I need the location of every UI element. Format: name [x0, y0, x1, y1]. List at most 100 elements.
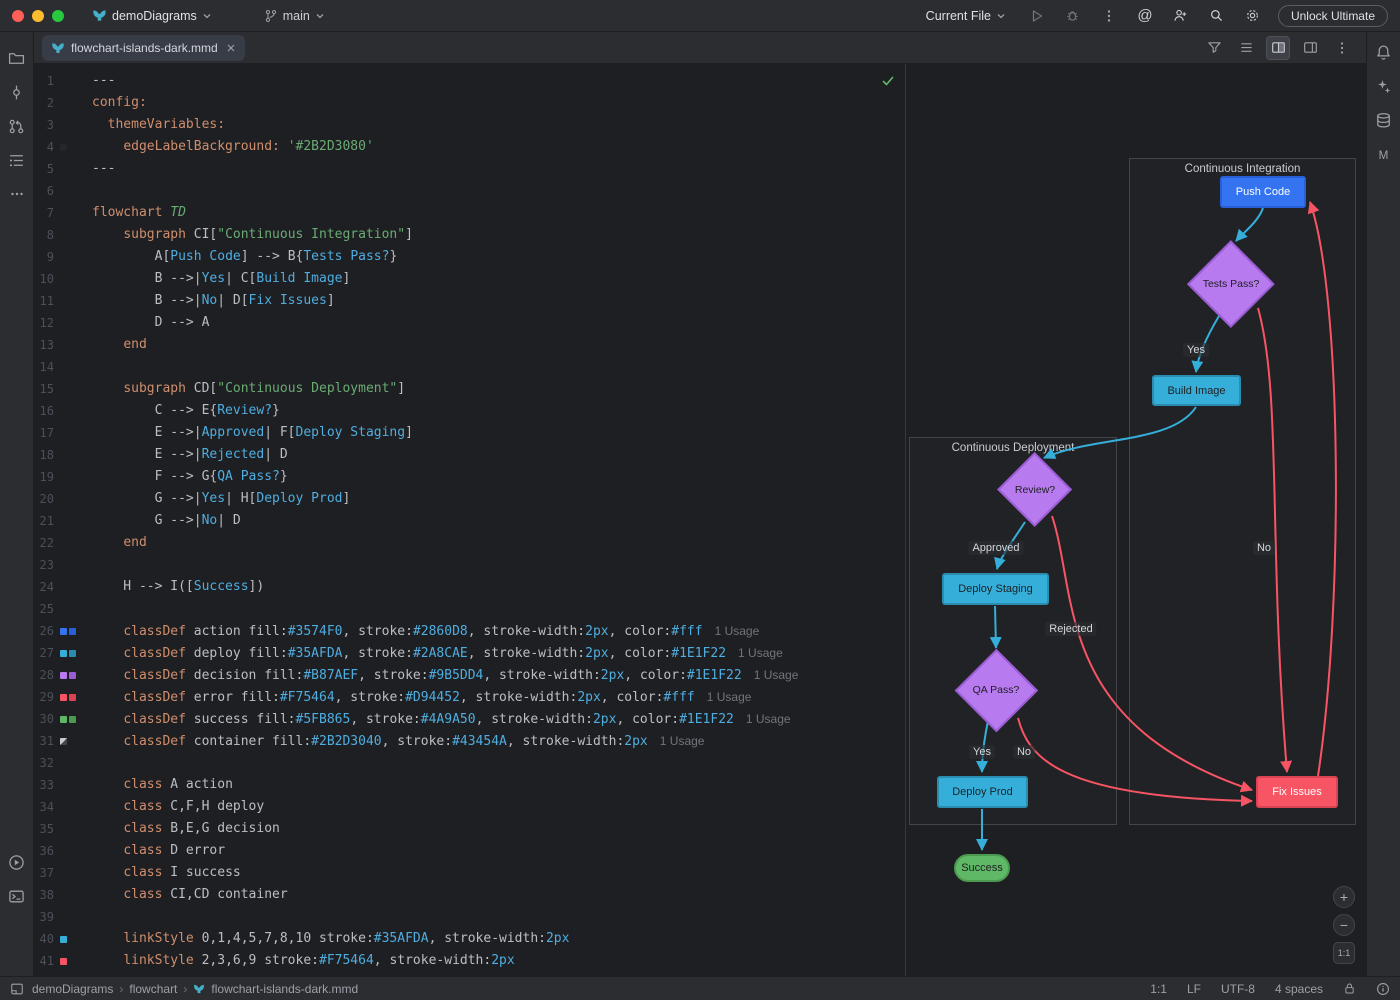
- code-line[interactable]: 23: [34, 554, 905, 576]
- code-line[interactable]: 41 linkStyle 2,3,6,9 stroke:#F75464, str…: [34, 950, 905, 972]
- mermaid-preview-panel[interactable]: Continuous Integration Continuous Deploy…: [905, 64, 1366, 976]
- code-line[interactable]: 3 themeVariables:: [34, 114, 905, 136]
- more-tool-windows-icon[interactable]: [5, 182, 29, 206]
- zoom-in-button[interactable]: +: [1333, 886, 1355, 908]
- code-line[interactable]: 16 C --> E{Review?}: [34, 400, 905, 422]
- code-line[interactable]: 40 linkStyle 0,1,4,5,7,8,10 stroke:#35AF…: [34, 928, 905, 950]
- code-line[interactable]: 24 H --> I([Success]): [34, 576, 905, 598]
- info-icon[interactable]: [1376, 982, 1390, 996]
- pull-requests-icon[interactable]: [5, 114, 29, 138]
- project-folder-icon[interactable]: [5, 46, 29, 70]
- code-line[interactable]: 29 classDef error fill:#F75464, stroke:#…: [34, 686, 905, 708]
- breadcrumb-folder[interactable]: flowchart: [129, 982, 177, 996]
- code-line[interactable]: 22 end: [34, 532, 905, 554]
- indent-widget[interactable]: 4 spaces: [1275, 982, 1323, 996]
- color-swatch[interactable]: [60, 694, 67, 701]
- code-line[interactable]: 1---: [34, 70, 905, 92]
- color-swatch[interactable]: [60, 650, 67, 657]
- code-line[interactable]: 7flowchart TD: [34, 202, 905, 224]
- debug-button[interactable]: [1062, 5, 1084, 27]
- code-line[interactable]: 12 D --> A: [34, 312, 905, 334]
- search-everywhere-icon[interactable]: [1206, 5, 1228, 27]
- encoding-widget[interactable]: UTF-8: [1221, 982, 1255, 996]
- code-line[interactable]: 11 B -->|No| D[Fix Issues]: [34, 290, 905, 312]
- zoom-window-button[interactable]: [52, 10, 64, 22]
- color-swatch[interactable]: [60, 672, 67, 679]
- notifications-bell-icon[interactable]: [1372, 40, 1396, 64]
- commit-icon[interactable]: [5, 80, 29, 104]
- ai-assistant-tool-icon[interactable]: [1372, 74, 1396, 98]
- breadcrumb-file[interactable]: flowchart-islands-dark.mmd: [211, 982, 358, 996]
- tab-flowchart-islands-dark[interactable]: flowchart-islands-dark.mmd: [42, 35, 245, 61]
- lock-icon[interactable]: [1343, 982, 1356, 995]
- color-swatch[interactable]: [60, 936, 67, 943]
- ai-assistant-icon[interactable]: @: [1134, 5, 1156, 27]
- terminal-icon[interactable]: [5, 884, 29, 908]
- code-line[interactable]: 17 E -->|Approved| F[Deploy Staging]: [34, 422, 905, 444]
- git-branch-widget[interactable]: main: [258, 6, 331, 26]
- code-line[interactable]: 39: [34, 906, 905, 928]
- code-line[interactable]: 6: [34, 180, 905, 202]
- color-swatch[interactable]: [69, 628, 76, 635]
- line-ending-widget[interactable]: LF: [1187, 982, 1201, 996]
- zoom-out-button[interactable]: −: [1333, 914, 1355, 936]
- window-icon[interactable]: [10, 982, 24, 996]
- code-with-me-icon[interactable]: [1170, 5, 1192, 27]
- code-line[interactable]: 8 subgraph CI["Continuous Integration"]: [34, 224, 905, 246]
- code-line[interactable]: 26 classDef action fill:#3574F0, stroke:…: [34, 620, 905, 642]
- minimize-window-button[interactable]: [32, 10, 44, 22]
- inspections-ok-icon[interactable]: [881, 74, 895, 88]
- project-selector[interactable]: demoDiagrams: [86, 5, 218, 26]
- color-swatch[interactable]: [60, 716, 67, 723]
- run-button[interactable]: [1026, 5, 1048, 27]
- run-tool-window-icon[interactable]: [5, 850, 29, 874]
- code-line[interactable]: 36 class D error: [34, 840, 905, 862]
- color-swatch[interactable]: [69, 694, 76, 701]
- code-line[interactable]: 4 edgeLabelBackground: '#2B2D3080': [34, 136, 905, 158]
- color-swatch[interactable]: [60, 738, 67, 745]
- code-line[interactable]: 38 class CI,CD container: [34, 884, 905, 906]
- color-swatch[interactable]: [69, 650, 76, 657]
- color-swatch[interactable]: [60, 958, 67, 965]
- settings-gear-icon[interactable]: [1242, 5, 1264, 27]
- code-line[interactable]: 14: [34, 356, 905, 378]
- filter-icon[interactable]: [1202, 36, 1226, 60]
- code-line[interactable]: 5---: [34, 158, 905, 180]
- code-line[interactable]: 20 G -->|Yes| H[Deploy Prod]: [34, 488, 905, 510]
- unlock-ultimate-button[interactable]: Unlock Ultimate: [1278, 5, 1388, 27]
- zoom-reset-button[interactable]: 1:1: [1333, 942, 1355, 964]
- color-swatch[interactable]: [60, 628, 67, 635]
- code-line[interactable]: 9 A[Push Code] --> B{Tests Pass?}: [34, 246, 905, 268]
- code-line[interactable]: 35 class B,E,G decision: [34, 818, 905, 840]
- database-icon[interactable]: [1372, 108, 1396, 132]
- code-line[interactable]: 25: [34, 598, 905, 620]
- code-line[interactable]: 33 class A action: [34, 774, 905, 796]
- code-editor[interactable]: 1---2config:3 themeVariables:4 edgeLabel…: [34, 64, 905, 976]
- code-line[interactable]: 27 classDef deploy fill:#35AFDA, stroke:…: [34, 642, 905, 664]
- code-line[interactable]: 37 class I success: [34, 862, 905, 884]
- kebab-menu-icon[interactable]: [1330, 36, 1354, 60]
- code-line[interactable]: 19 F --> G{QA Pass?}: [34, 466, 905, 488]
- code-line[interactable]: 30 classDef success fill:#5FB865, stroke…: [34, 708, 905, 730]
- preview-only-icon[interactable]: [1298, 36, 1322, 60]
- list-view-icon[interactable]: [1234, 36, 1258, 60]
- color-swatch[interactable]: [60, 144, 67, 151]
- code-line[interactable]: 28 classDef decision fill:#B87AEF, strok…: [34, 664, 905, 686]
- code-line[interactable]: 10 B -->|Yes| C[Build Image]: [34, 268, 905, 290]
- more-actions-icon[interactable]: [1098, 5, 1120, 27]
- code-line[interactable]: 18 E -->|Rejected| D: [34, 444, 905, 466]
- code-line[interactable]: 21 G -->|No| D: [34, 510, 905, 532]
- close-window-button[interactable]: [12, 10, 24, 22]
- structure-icon[interactable]: [5, 148, 29, 172]
- caret-position-widget[interactable]: 1:1: [1150, 982, 1167, 996]
- code-line[interactable]: 34 class C,F,H deploy: [34, 796, 905, 818]
- code-line[interactable]: 15 subgraph CD["Continuous Deployment"]: [34, 378, 905, 400]
- breadcrumb-project[interactable]: demoDiagrams: [32, 982, 113, 996]
- code-line[interactable]: 2config:: [34, 92, 905, 114]
- code-line[interactable]: 31 classDef container fill:#2B2D3040, st…: [34, 730, 905, 752]
- maven-tool-icon[interactable]: M: [1372, 142, 1396, 166]
- code-line[interactable]: 32: [34, 752, 905, 774]
- code-line[interactable]: 13 end: [34, 334, 905, 356]
- split-editor-preview-icon[interactable]: [1266, 36, 1290, 60]
- color-swatch[interactable]: [69, 716, 76, 723]
